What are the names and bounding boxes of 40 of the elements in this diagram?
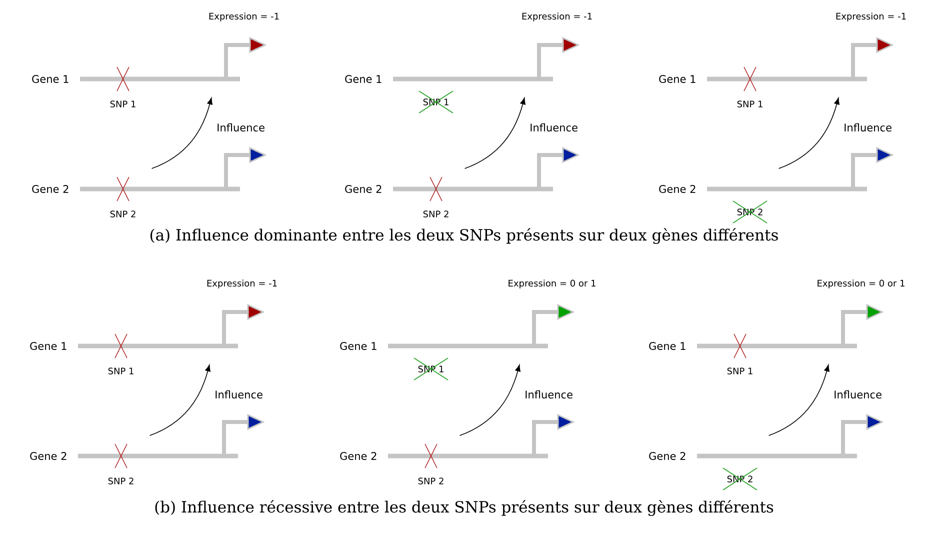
arrow — [464, 98, 526, 169]
arrow — [768, 364, 830, 436]
arrow — [459, 364, 520, 436]
snp-label: SNP 1 — [108, 368, 134, 374]
edge-label: Influence — [216, 390, 262, 398]
gene-line: Gene 1 — [340, 342, 548, 350]
gene-line: Gene 2 — [649, 452, 857, 460]
gene-line: Gene 2 — [340, 452, 548, 460]
gene-line: Gene 2 — [30, 452, 238, 460]
gene-line: Gene 1 — [32, 75, 240, 83]
gene-line: Gene 2 — [659, 185, 867, 193]
expression-label: Expression = -1 — [522, 12, 592, 22]
snp-label: SNP 2 — [423, 210, 448, 218]
snp-label: SNP 2 — [108, 478, 134, 484]
edge-label: Influence — [530, 123, 578, 132]
snp-label: SNP 2 — [418, 478, 444, 484]
edge-label: Influence — [844, 123, 892, 132]
arrow — [149, 364, 210, 436]
gene-line: Gene 1 — [649, 342, 857, 350]
arrow — [778, 98, 840, 169]
expression-label: Expression = -1 — [207, 280, 277, 288]
gene-line: Gene 2 — [345, 185, 553, 193]
gene-line: Gene 2 — [32, 185, 240, 193]
gene-line: Gene 1 — [30, 342, 238, 350]
expression-label: Expression = -1 — [209, 12, 279, 22]
snp-label: SNP 2 — [110, 210, 136, 218]
expression-label: Expression = 0 or 1 — [818, 280, 904, 288]
gene-line: Gene 1 — [345, 75, 553, 83]
snp-label: SNP 1 — [727, 368, 752, 374]
expression-label: Expression = 0 or 1 — [508, 280, 596, 288]
edge-label: Influence — [526, 390, 572, 398]
caption: (a) Influence dominante entre les deux SNPs présents sur deux gènes différents — [150, 228, 778, 244]
arrow — [151, 98, 212, 169]
edge-label: Influence — [834, 390, 882, 398]
edge-label: Influence — [218, 123, 264, 132]
snp-label: SNP 1 — [737, 100, 762, 108]
caption: (b) Influence récessive entre les deux SNPs présents sur deux gènes différents — [155, 500, 774, 516]
expression-label: Expression = -1 — [836, 12, 906, 22]
snp-label: SNP 1 — [110, 100, 136, 108]
gene-line: Gene 1 — [659, 75, 867, 83]
